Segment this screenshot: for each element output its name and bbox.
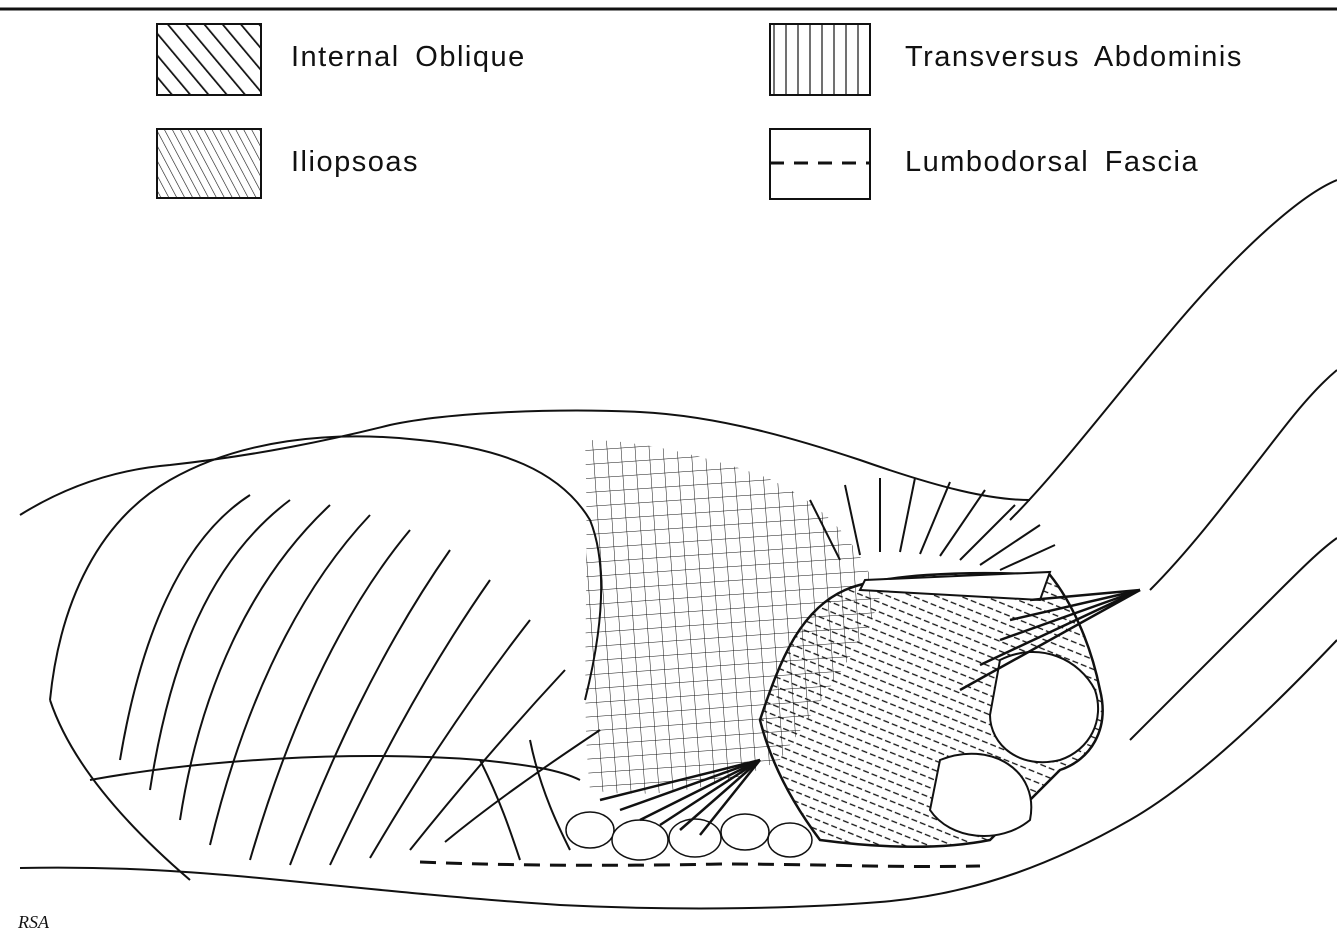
lumbodorsal-fascia-line xyxy=(420,862,980,867)
legend-label-iliopsoas: Iliopsoas xyxy=(291,148,419,177)
legend-label-transversus-abdominis: Transversus Abdominis xyxy=(905,43,1243,72)
legend-label-internal-oblique: Internal Oblique xyxy=(291,43,526,72)
signature-mark: RSA xyxy=(17,912,50,932)
transversus-abdominis-swatch xyxy=(770,24,870,95)
rib-cage xyxy=(50,436,601,880)
internal-oblique-swatch xyxy=(157,24,261,95)
pelvis xyxy=(760,572,1103,847)
legend-label-lumbodorsal-fascia: Lumbodorsal Fascia xyxy=(905,148,1199,177)
svg-text:RSA: RSA xyxy=(17,912,50,932)
iliopsoas-swatch xyxy=(157,129,261,198)
lumbar-vertebrae xyxy=(566,812,812,860)
